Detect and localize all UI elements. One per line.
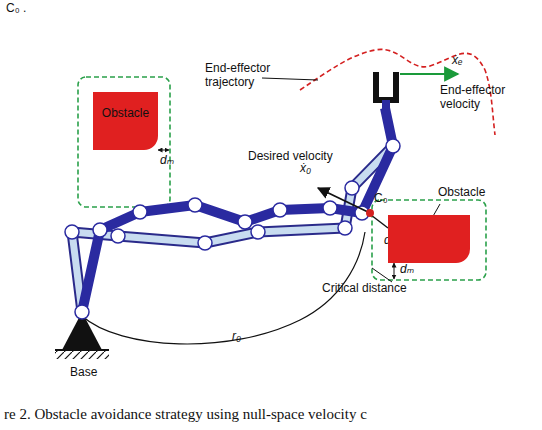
label: End-effector trajectory xyxy=(205,62,275,90)
ground-hatch xyxy=(55,350,109,359)
critical-zone xyxy=(78,77,170,207)
obstacle-block: Obstacle xyxy=(388,215,470,263)
label: C₀ xyxy=(374,192,388,206)
figure-caption: re 2. Obstacle avoidance strategy using … xyxy=(4,406,367,423)
leader-line xyxy=(372,268,392,282)
label: r₀ xyxy=(232,330,241,344)
label: dₘ xyxy=(400,263,414,277)
label: End-effector velocity xyxy=(440,84,520,112)
label: dₘ xyxy=(160,154,174,168)
label: C₀ . xyxy=(6,2,26,16)
label: Critical distance xyxy=(322,282,407,296)
distance-line xyxy=(371,215,388,228)
velocity-arrow xyxy=(318,188,370,213)
label: Desired velocity xyxy=(248,150,333,164)
gripper xyxy=(376,72,396,100)
label: Base xyxy=(70,366,97,380)
distance-arrow xyxy=(158,150,169,151)
critical-zone xyxy=(372,200,486,280)
label: ẋₑ xyxy=(452,54,463,68)
obstacle-block: Obstacle xyxy=(93,92,158,150)
label: ẋ₀ xyxy=(300,162,311,176)
distance-arrow xyxy=(394,263,395,279)
leader-line xyxy=(262,78,318,80)
closest-point xyxy=(366,209,374,217)
obstacle-label: Obstacle xyxy=(102,106,149,120)
obstacle-label: Obstacle xyxy=(438,185,485,199)
velocity-arrow xyxy=(400,73,458,75)
